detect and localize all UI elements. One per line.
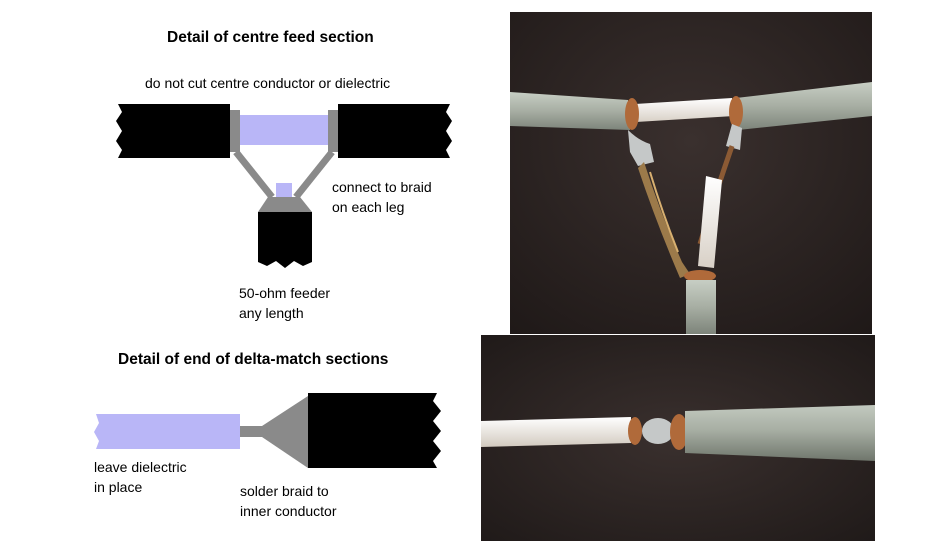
note-feeder-line2: any length: [239, 305, 304, 321]
braid-leg-right: [293, 149, 335, 200]
feeder-dielectric: [276, 183, 292, 197]
right-braid-stub: [328, 110, 338, 152]
end-braid-cone: [262, 396, 308, 468]
note-solder-line2: inner conductor: [240, 503, 337, 519]
feeder-jacket: [258, 212, 312, 268]
end-inner-conductor: [240, 426, 262, 437]
feed-section-title: Detail of centre feed section: [167, 29, 374, 46]
photo-end-section: [481, 335, 875, 541]
note-dielectric-line2: in place: [94, 479, 143, 495]
right-coax-jacket: [338, 104, 452, 158]
photo-centre-feed: [510, 12, 872, 334]
centre-dielectric: [240, 115, 328, 145]
feeder-braid: [258, 197, 312, 212]
note-feeder-line1: 50-ohm feeder: [239, 285, 331, 301]
note-do-not-cut: do not cut centre conductor or dielectri…: [145, 75, 391, 91]
braid-leg-left: [233, 149, 275, 200]
end-coax-jacket: [308, 393, 441, 468]
note-connect-braid-line2: on each leg: [332, 199, 405, 215]
note-dielectric-line1: leave dielectric: [94, 459, 187, 475]
left-coax-jacket: [116, 104, 230, 158]
note-connect-braid-line1: connect to braid: [332, 179, 432, 195]
end-dielectric: [94, 414, 240, 449]
note-solder-line1: solder braid to: [240, 483, 329, 499]
diagram-canvas: [94, 104, 452, 468]
left-braid-stub: [230, 110, 240, 152]
end-section-title: Detail of end of delta-match sections: [118, 351, 389, 368]
